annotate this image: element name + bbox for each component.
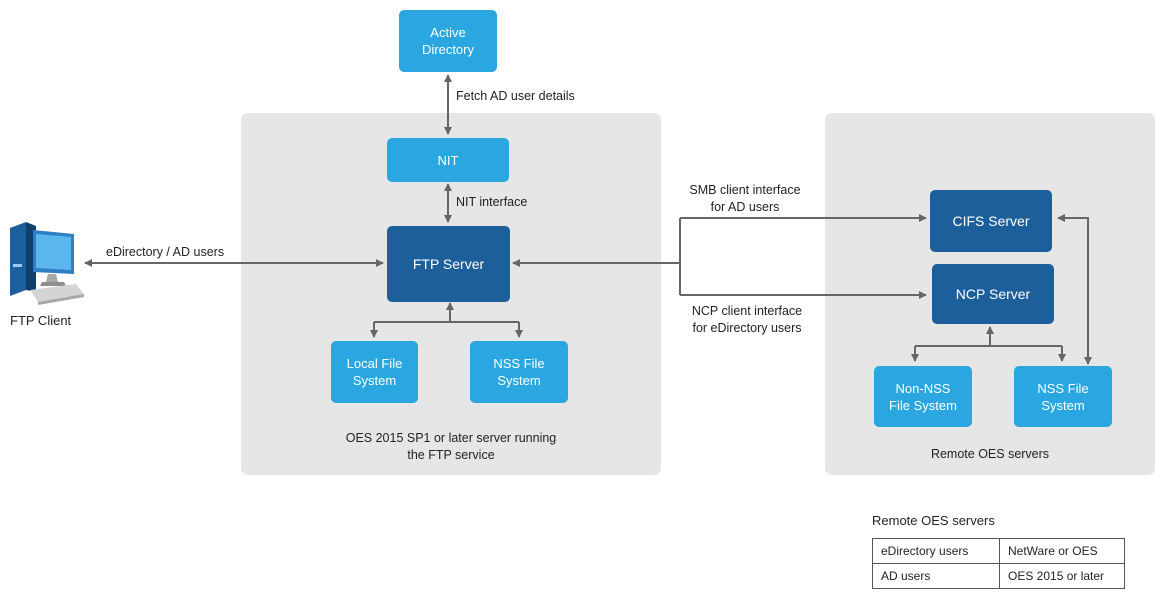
table-row: AD users OES 2015 or later: [872, 563, 1125, 589]
legend-cell: OES 2015 or later: [999, 563, 1125, 589]
nss-file-system-local-node: NSS File System: [470, 341, 568, 403]
fetch-ad-label: Fetch AD user details: [456, 89, 575, 103]
cifs-server-node: CIFS Server: [930, 190, 1052, 252]
client-users-label: eDirectory / AD users: [106, 245, 225, 259]
cifs-nss-edge: [1057, 214, 1092, 365]
ftp-client-label: FTP Client: [10, 313, 72, 328]
legend-table: eDirectory users NetWare or OES AD users…: [872, 538, 1125, 589]
active-directory-node: Active Directory: [399, 10, 497, 72]
nss-file-system-remote-node: NSS File System: [1014, 366, 1112, 427]
remote-servers-caption: Remote OES servers: [930, 447, 1050, 461]
local-server-caption: OES 2015 SP1 or later server running the…: [345, 431, 557, 462]
local-file-system-node: Local File System: [331, 341, 418, 403]
table-row: eDirectory users NetWare or OES: [872, 538, 1125, 564]
nit-node: NIT: [387, 138, 509, 182]
desktop-computer-icon: [10, 222, 84, 305]
ncp-label: NCP client interface for eDirectory user…: [691, 304, 803, 335]
legend-cell: NetWare or OES: [999, 538, 1125, 564]
legend-cell: AD users: [872, 563, 1000, 589]
legend-title: Remote OES servers: [872, 513, 995, 528]
nit-interface-label: NIT interface: [456, 195, 528, 209]
non-nss-file-system-node: Non-NSS File System: [874, 366, 972, 427]
legend-cell: eDirectory users: [872, 538, 1000, 564]
ftp-server-node: FTP Server: [387, 226, 510, 302]
ncp-server-node: NCP Server: [932, 264, 1054, 324]
smb-label: SMB client interface for AD users: [689, 183, 801, 214]
